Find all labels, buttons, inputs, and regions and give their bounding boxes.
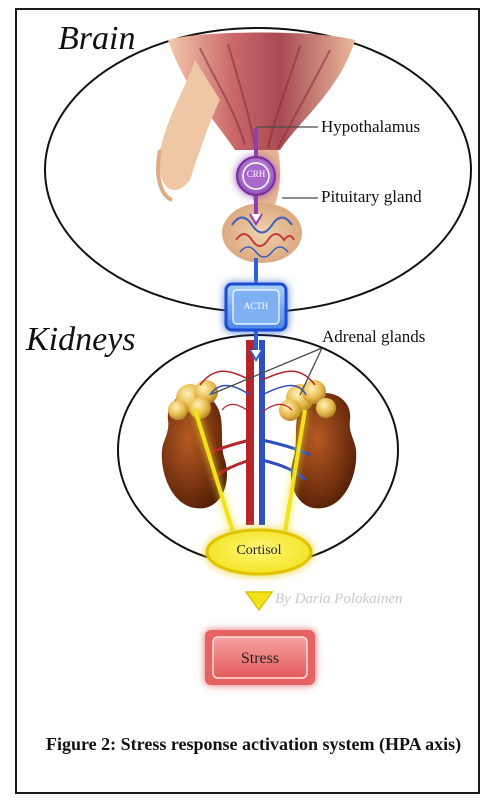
kidneys-illustration	[162, 340, 356, 525]
illustrator-credit: By Daria Polokainen	[275, 591, 402, 608]
acth-text: ACTH	[226, 301, 286, 311]
brain-label: Brain	[58, 22, 135, 56]
stress-text: Stress	[205, 650, 315, 668]
kidneys-label: Kidneys	[26, 323, 136, 357]
figure-caption: Figure 2: Stress response activation sys…	[46, 733, 466, 755]
pituitary-gland-illustration	[222, 203, 302, 263]
crh-text: CRH	[236, 169, 276, 179]
hypothalamus-label: Hypothalamus	[321, 118, 420, 136]
pituitary-gland-label: Pituitary gland	[321, 188, 422, 206]
adrenal-glands-label: Adrenal glands	[322, 328, 425, 346]
cortisol-text: Cortisol	[207, 543, 311, 559]
